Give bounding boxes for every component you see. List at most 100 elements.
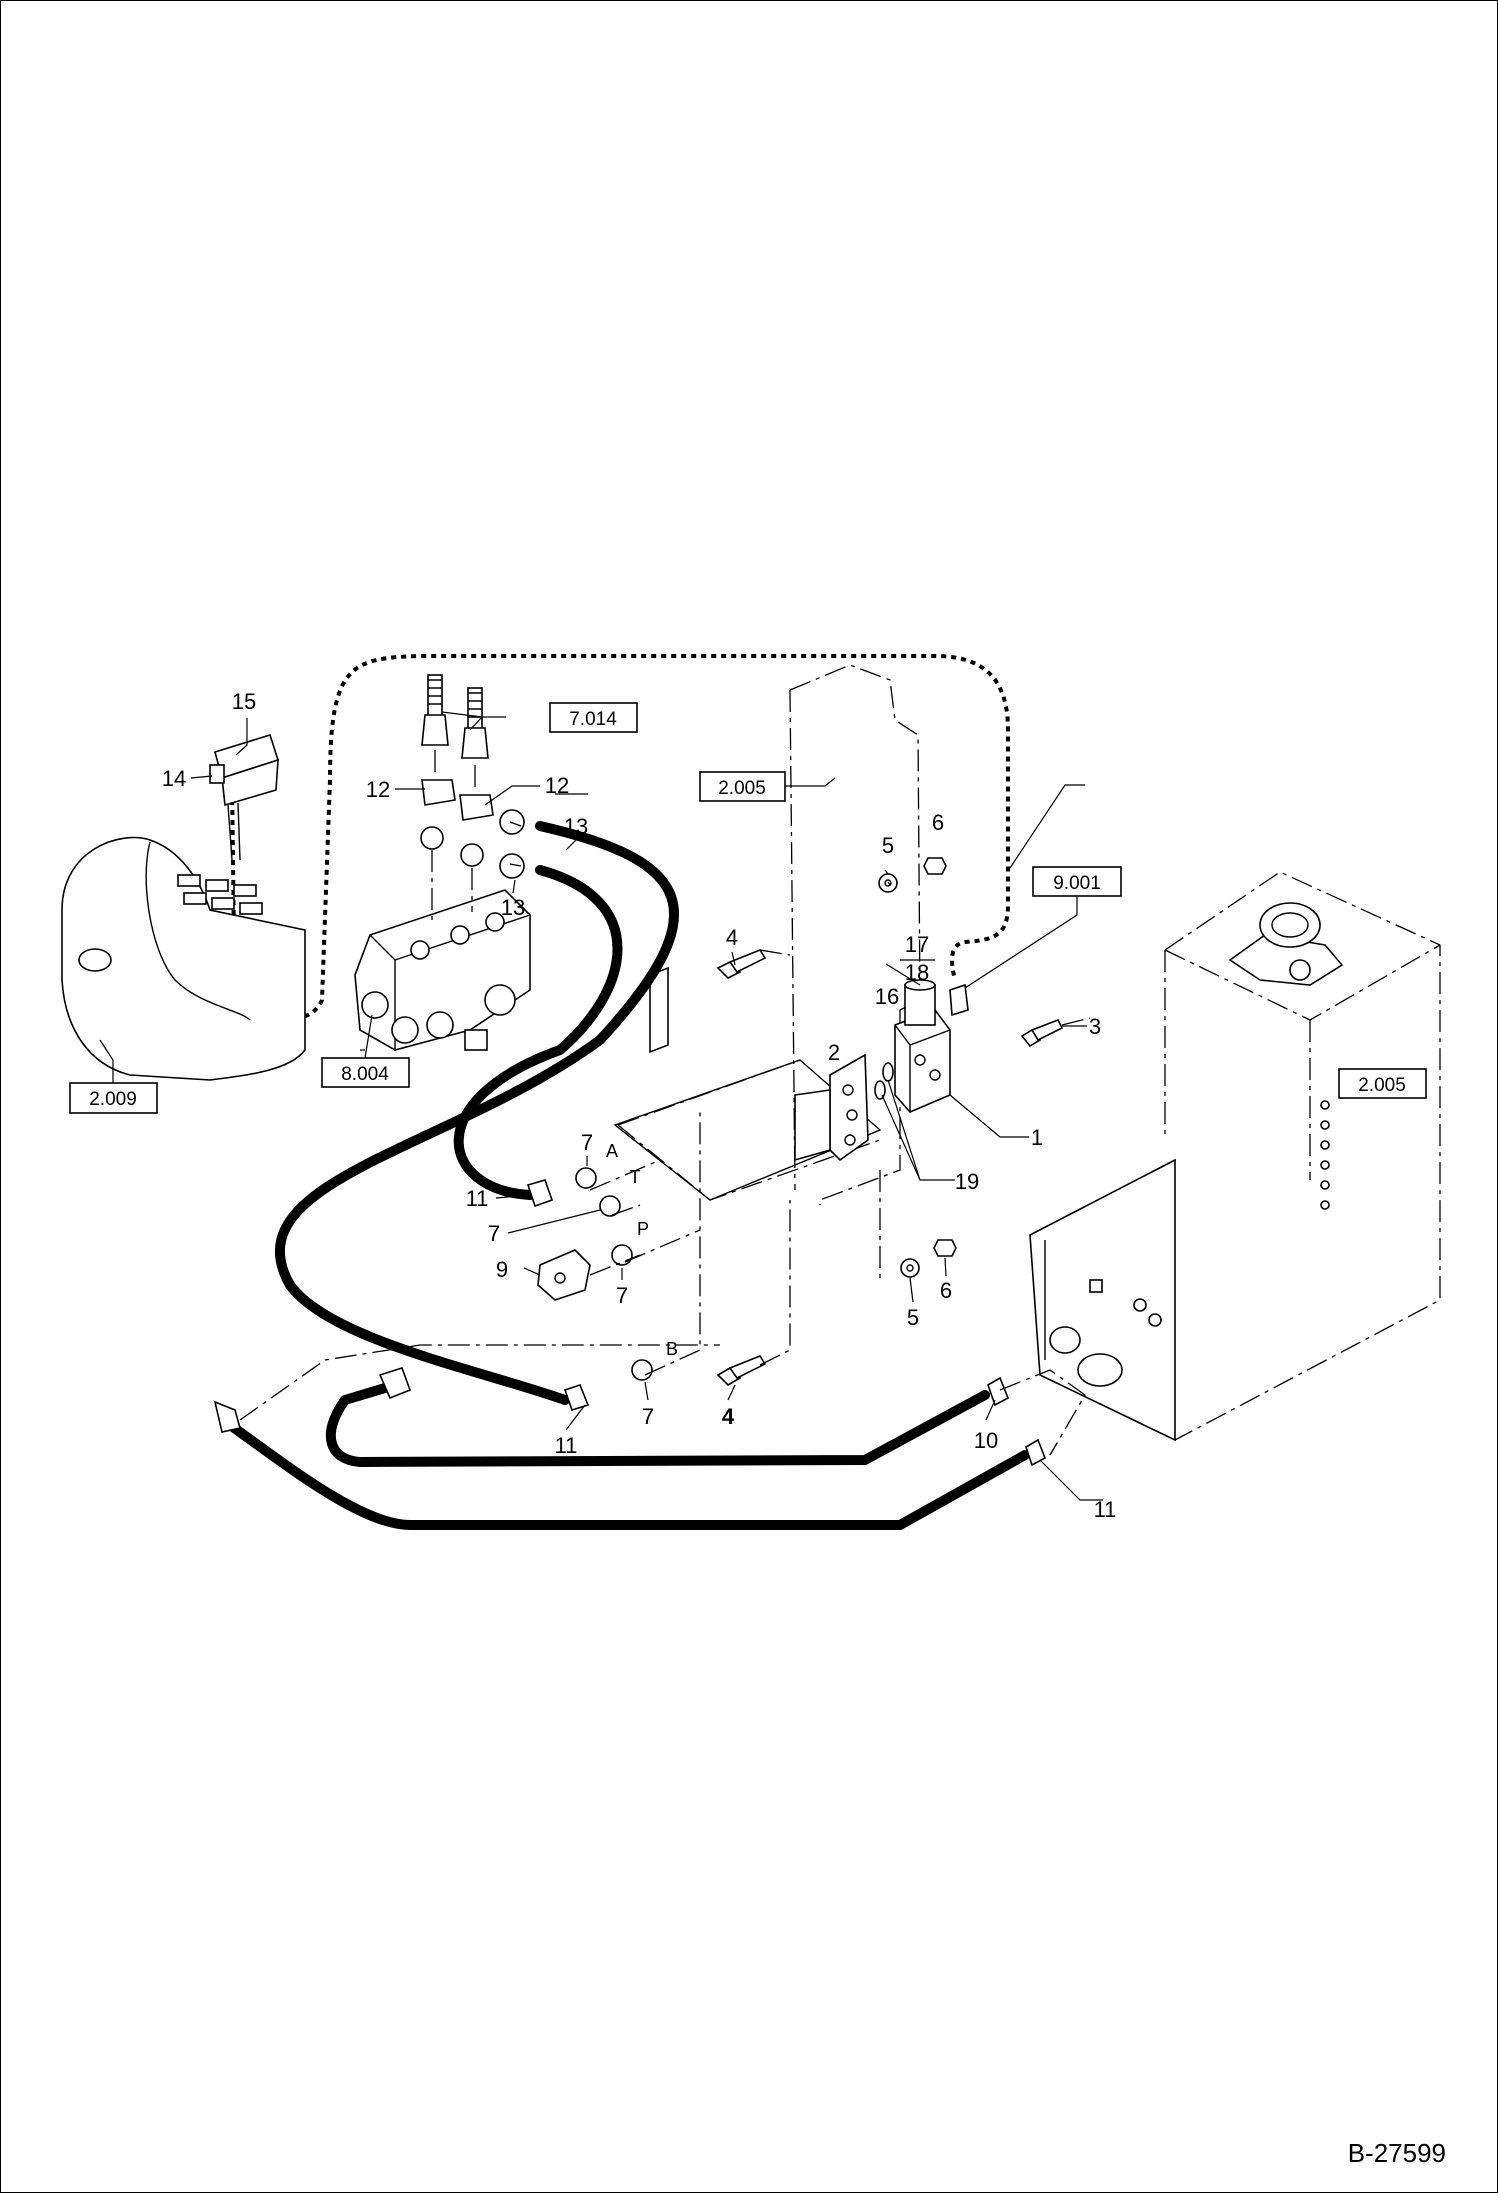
callout-17: 17 bbox=[905, 932, 929, 957]
hose-fitting-10 bbox=[987, 1376, 1010, 1407]
callout-6-upper: 6 bbox=[932, 810, 944, 835]
callout-6-lower: 6 bbox=[940, 1278, 952, 1303]
o-rings bbox=[874, 1062, 894, 1100]
callout-12-right: 12 bbox=[545, 773, 569, 798]
connector-plug bbox=[949, 983, 969, 1017]
svg-text:7.014: 7.014 bbox=[569, 709, 617, 730]
callout-5-upper: 5 bbox=[882, 833, 894, 858]
callout-11-b: 11 bbox=[555, 1433, 578, 1458]
svg-text:2.005: 2.005 bbox=[718, 778, 766, 799]
tank-lower bbox=[1029, 1158, 1176, 1442]
callout-18: 18 bbox=[905, 960, 929, 985]
connector-p bbox=[611, 1244, 633, 1266]
hose-fitting-a bbox=[526, 1179, 554, 1208]
callout-14: 14 bbox=[162, 766, 186, 791]
ref-8004: 8.004 bbox=[321, 1014, 410, 1088]
hose-fitting-b bbox=[563, 1384, 590, 1411]
callout-numbers: 15 14 12 12 13 13 4 5 6 17 18 16 3 2 1 1… bbox=[162, 689, 1117, 1522]
callout-19: 19 bbox=[955, 1169, 979, 1194]
callout-10: 10 bbox=[974, 1428, 998, 1453]
callout-7-t: 7 bbox=[488, 1221, 500, 1246]
port-a: A bbox=[606, 1141, 618, 1161]
callout-2: 2 bbox=[828, 1040, 840, 1065]
hose-outer bbox=[275, 821, 679, 1405]
hose-fitting-left-end bbox=[213, 1400, 241, 1433]
tee-junction-9 bbox=[537, 1249, 591, 1301]
connector-a bbox=[575, 1167, 597, 1189]
callout-7-a: 7 bbox=[581, 1130, 593, 1155]
leader-lines bbox=[190, 711, 1103, 1501]
rocker-switch bbox=[209, 734, 280, 861]
hose-fitting-return bbox=[378, 1367, 412, 1400]
elbow-fitting-upper bbox=[499, 809, 525, 835]
control-valve-block bbox=[354, 889, 531, 1051]
mounting-plate bbox=[613, 966, 882, 1201]
screw-right bbox=[1020, 1018, 1064, 1048]
callout-4-upper: 4 bbox=[726, 925, 738, 950]
connector-b bbox=[631, 1359, 653, 1381]
adapter-right bbox=[460, 843, 484, 867]
callout-7-b: 7 bbox=[642, 1404, 654, 1429]
ref-7014: 7.014 bbox=[549, 702, 638, 733]
flange-plate bbox=[829, 1053, 869, 1162]
ref-2005-tank: 2.005 bbox=[1338, 1068, 1427, 1099]
solenoid-valve bbox=[894, 979, 951, 1113]
port-letters: A T P B bbox=[606, 1141, 678, 1359]
elbow-fitting-lower bbox=[499, 853, 525, 879]
assembly-lines bbox=[239, 949, 1091, 1456]
hydraulic-tank bbox=[1029, 871, 1441, 1442]
svg-text:8.004: 8.004 bbox=[341, 1064, 389, 1085]
screw-upper bbox=[716, 949, 767, 979]
ref-2005-frame: 2.005 bbox=[699, 771, 836, 802]
screw-lower bbox=[716, 1355, 767, 1387]
ref-9001: 9.001 bbox=[964, 866, 1122, 989]
adapter-block bbox=[794, 1089, 831, 1162]
callout-3: 3 bbox=[1089, 1014, 1101, 1039]
tee-fitting-left bbox=[421, 779, 456, 806]
adapter-left bbox=[420, 826, 444, 850]
svg-text:2.009: 2.009 bbox=[89, 1089, 137, 1110]
bracket bbox=[649, 966, 669, 1054]
callout-13-lower: 13 bbox=[501, 895, 525, 920]
callout-7-p: 7 bbox=[616, 1283, 628, 1308]
valve-fittings bbox=[420, 674, 525, 920]
callout-15: 15 bbox=[232, 689, 256, 714]
solenoid-coil bbox=[904, 984, 936, 1026]
port-b: B bbox=[666, 1339, 678, 1359]
console-switch-panel bbox=[177, 874, 263, 915]
hose-tank-return bbox=[325, 1380, 990, 1467]
svg-text:2.005: 2.005 bbox=[1358, 1075, 1406, 1096]
hose-inner bbox=[453, 865, 623, 1200]
drawing-number: B-27599 bbox=[1347, 2138, 1446, 2168]
callout-5-lower: 5 bbox=[907, 1305, 919, 1330]
callout-16: 16 bbox=[875, 984, 899, 1009]
washer-lower bbox=[900, 1258, 920, 1278]
callout-11-a: 11 bbox=[466, 1186, 489, 1211]
tank-filter bbox=[1259, 902, 1321, 948]
hose-fitting-11 bbox=[1025, 1438, 1047, 1467]
hose-end-left bbox=[421, 674, 449, 746]
callout-11-c: 11 bbox=[1094, 1497, 1117, 1522]
ref-2009: 2.009 bbox=[69, 1039, 158, 1114]
nut-upper bbox=[923, 857, 947, 875]
connector-t bbox=[599, 1195, 621, 1217]
tank-port-1 bbox=[1049, 1326, 1081, 1354]
console-hole bbox=[78, 948, 112, 972]
callout-13-upper: 13 bbox=[564, 814, 588, 839]
callout-12-left: 12 bbox=[366, 777, 390, 802]
tank-port-2 bbox=[1077, 1353, 1123, 1387]
port-t: T bbox=[630, 1167, 641, 1187]
frame-plate bbox=[617, 664, 921, 1205]
console-housing bbox=[61, 836, 306, 1081]
callout-9: 9 bbox=[496, 1257, 508, 1282]
nut-lower bbox=[933, 1239, 957, 1257]
callout-4-lower: 4 bbox=[722, 1404, 735, 1429]
svg-text:9.001: 9.001 bbox=[1053, 873, 1101, 894]
callout-1: 1 bbox=[1031, 1125, 1043, 1150]
port-p: P bbox=[637, 1219, 649, 1239]
hose-tank-suction bbox=[225, 1420, 1030, 1530]
electric-cable bbox=[234, 654, 1010, 1023]
hose-end-right bbox=[461, 687, 489, 759]
tee-fitting-right bbox=[459, 794, 494, 821]
